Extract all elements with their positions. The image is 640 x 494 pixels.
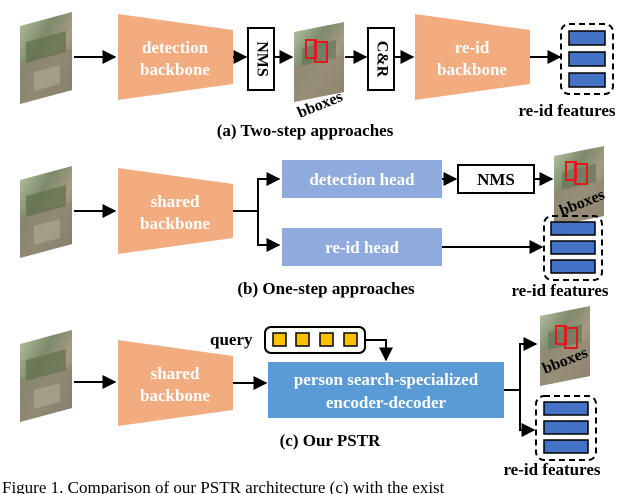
reid-head-label: re-id head [325,238,399,257]
input-image-c [20,330,72,422]
cr-box [367,27,395,91]
input-image-b [20,166,72,258]
reid-features-label-c: re-id features [503,460,600,479]
arrow-c-reid [519,390,536,437]
query-label: query [210,330,253,349]
bbox-marker-a2 [314,41,328,63]
panel-a: detection backbone NMS bboxes C&R re-id … [20,12,616,140]
bbox-marker-c2 [564,327,578,349]
encoder-decoder-label-1: person search-specialized [294,370,479,389]
arrow-b-det [233,172,281,212]
feature-bar-c3 [543,439,589,454]
reid-backbone-label-1: re-id [455,38,490,57]
encoder-decoder-label-2: encoder-decoder [326,393,447,412]
shared-backbone-b-label-2: backbone [140,214,210,233]
input-image-a [20,12,72,104]
reid-features-frame-c [535,395,597,461]
panel-b: shared backbone detection head NMS bboxe… [20,146,609,300]
feature-bar-a1 [568,30,606,46]
panel-c: shared backbone query person search-spec… [20,306,601,479]
detection-head-label: detection head [309,170,415,189]
panel-a-title: (a) Two-step approaches [217,121,394,140]
reid-features-frame-a [560,23,614,95]
query-token-3 [319,332,334,347]
bbox-marker-b2 [574,163,588,185]
cr-label: C&R [373,41,390,78]
feature-bar-a2 [568,51,606,67]
panel-b-title: (b) One-step approaches [237,279,415,298]
feature-bar-c1 [543,401,589,416]
shared-backbone-b [118,168,233,254]
panel-c-title: (c) Our PSTR [280,431,381,450]
feature-bar-c2 [543,420,589,435]
reid-backbone [415,14,530,100]
nms-label-b: NMS [477,170,515,189]
shared-backbone-c-label-1: shared [151,364,200,383]
nms-label-a: NMS [253,41,270,77]
reid-backbone-label-2: backbone [437,60,507,79]
nms-box-b [457,164,535,194]
arrow-c-bbox [504,337,538,391]
query-token-2 [295,332,310,347]
feature-bar-b1 [550,221,596,236]
arrow-b-reid [257,211,281,252]
arrow-c-query [365,339,393,362]
encoder-decoder [268,362,504,418]
shared-backbone-c-label-2: backbone [140,386,210,405]
reid-features-frame-b [543,215,603,281]
detection-head [282,160,442,198]
feature-bar-b3 [550,259,596,274]
query-token-1 [272,332,287,347]
nms-box-a [247,27,275,91]
detection-backbone-label-2: backbone [140,60,210,79]
query-token-4 [343,332,358,347]
shared-backbone-c [118,340,233,426]
feature-bar-b2 [550,240,596,255]
shared-backbone-b-label-1: shared [151,192,200,211]
detection-backbone [118,14,233,100]
reid-head [282,228,442,266]
reid-features-label-a: re-id features [518,101,615,120]
reid-features-label-b: re-id features [511,281,608,300]
feature-bar-a3 [568,72,606,88]
detection-backbone-label-1: detection [142,38,209,57]
figure-caption: Figure 1. Comparison of our PSTR archite… [2,478,445,494]
